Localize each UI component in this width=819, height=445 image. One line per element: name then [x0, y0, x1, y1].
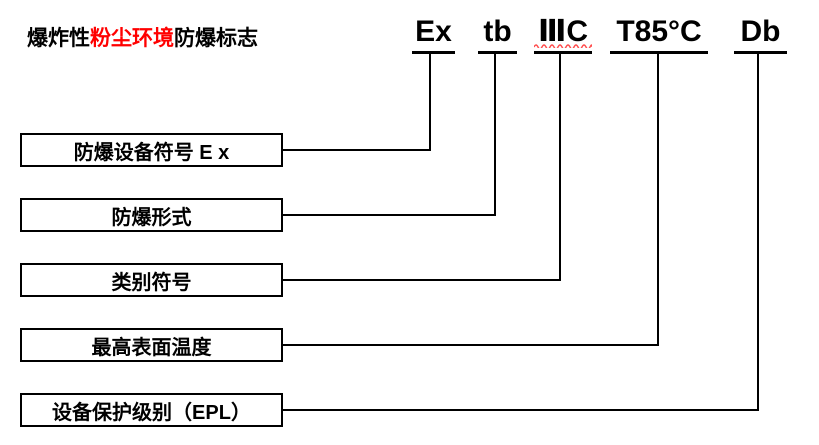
label-box-t85c-text: 最高表面温度 [91, 336, 212, 359]
label-box-tb-text: 防爆形式 [111, 206, 192, 229]
label-box-db-text: 设备保护级别（EPL） [52, 401, 251, 424]
mark-code-iiic: ⅢC [534, 10, 592, 54]
label-box-iiic-text: 类别符号 [111, 271, 192, 294]
label-box-t85c: 最高表面温度 [20, 328, 283, 362]
label-box-tb: 防爆形式 [20, 198, 283, 232]
label-box-ex-text: 防爆设备符号 E x [73, 141, 230, 164]
connector-horizontal-db [283, 409, 759, 411]
mark-code-tb: tb [478, 10, 517, 54]
connector-horizontal-tb [283, 214, 496, 216]
connector-horizontal-iiic [283, 279, 561, 281]
title-suffix: 防爆标志 [174, 27, 258, 50]
mark-code-db-text: Db [740, 15, 781, 48]
mark-code-ex: Ex [412, 10, 455, 54]
mark-code-t85c: T85°C [610, 10, 708, 54]
connector-vertical-tb [494, 54, 496, 215]
connector-vertical-t85c [657, 54, 659, 345]
connector-horizontal-t85c [283, 344, 659, 346]
title-prefix: 爆炸性 [27, 27, 90, 50]
title-highlight: 粉尘环境 [90, 27, 174, 50]
connector-vertical-iiic [559, 54, 561, 280]
mark-code-tb-text: tb [483, 15, 512, 48]
mark-code-ex-text: Ex [415, 15, 452, 48]
label-box-ex: 防爆设备符号 E x [20, 133, 283, 167]
connector-vertical-ex [429, 54, 431, 150]
mark-code-iiic-text: ⅢC [537, 15, 589, 48]
spellcheck-squiggle [534, 43, 592, 48]
connector-horizontal-ex [283, 149, 431, 151]
mark-code-db: Db [734, 10, 787, 54]
mark-code-t85c-text: T85°C [616, 15, 702, 48]
diagram-title: 爆炸性粉尘环境防爆标志 [27, 27, 258, 51]
connector-vertical-db [757, 54, 759, 410]
label-box-db: 设备保护级别（EPL） [20, 393, 283, 427]
label-box-iiic: 类别符号 [20, 263, 283, 297]
